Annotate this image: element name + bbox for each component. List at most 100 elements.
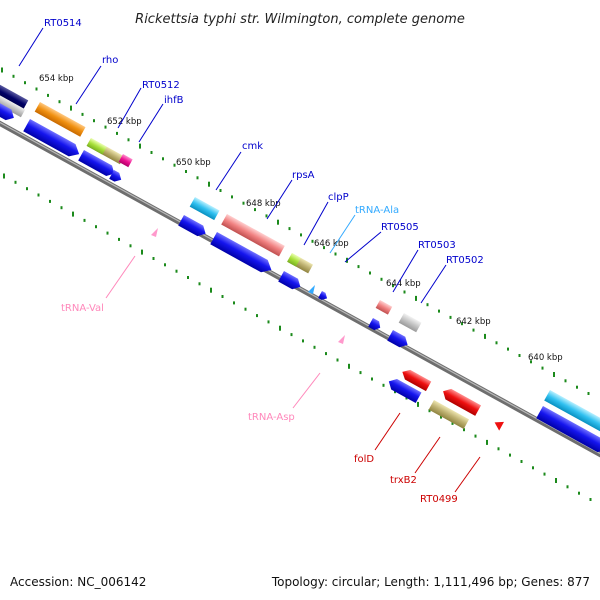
scale-major-tick <box>417 401 419 407</box>
scale-minor-dot <box>93 119 95 123</box>
genome-backbone <box>0 120 600 458</box>
scale-major-tick <box>348 363 350 369</box>
scale-minor-dot <box>440 415 442 419</box>
cds-arrow <box>387 330 408 348</box>
scale-major-tick <box>208 181 210 187</box>
cds-arrow <box>318 291 328 300</box>
feature-rt0514 <box>0 82 29 110</box>
scale-minor-dot <box>219 189 222 192</box>
callout-line-ihfb <box>138 103 164 143</box>
gene-label-fold: folD <box>354 454 374 465</box>
scale-minor-dot <box>196 176 199 180</box>
trna-markers <box>151 228 345 344</box>
feature-rt0512 <box>86 138 125 165</box>
scale-minor-dot <box>438 309 440 313</box>
cds-arrow <box>278 271 301 290</box>
scale-minor-dot <box>311 239 314 243</box>
scale-minor-dot <box>290 333 293 337</box>
tick-label-652: 652 kbp <box>107 117 142 127</box>
callout-line-fold <box>374 412 401 451</box>
scale-minor-dot <box>127 138 130 142</box>
feature-rt0499 <box>494 421 505 431</box>
scale-minor-dot <box>83 218 86 222</box>
scale-minor-dot <box>578 491 580 495</box>
scale-minor-dot <box>369 271 371 275</box>
gene-label-trna-ala: tRNA-Ala <box>355 205 399 216</box>
scale-minor-dot <box>566 485 569 489</box>
scale-major-tick <box>70 105 72 111</box>
scale-minor-dot <box>405 396 408 400</box>
scale-minor-dot <box>150 151 153 154</box>
tick-label-646: 646 kbp <box>314 239 349 249</box>
scale-minor-dot <box>242 201 245 205</box>
scale-minor-dot <box>233 301 235 305</box>
scale-minor-dot <box>175 269 178 273</box>
scale-minor-dot <box>323 246 325 250</box>
gene-label-trna-asp: tRNA-Asp <box>248 412 295 423</box>
scale-major-tick <box>72 211 74 217</box>
gene-label-rt0503: RT0503 <box>418 240 456 251</box>
scale-minor-dot <box>313 345 316 349</box>
scale-minor-dot <box>530 360 532 364</box>
scale-minor-dot <box>380 277 383 281</box>
scale-major-tick <box>141 249 143 255</box>
scale-minor-dot <box>58 100 61 104</box>
scale-minor-dot <box>106 231 109 235</box>
scale-minor-dot <box>518 354 521 357</box>
gene-label-clpp: clpP <box>328 192 349 203</box>
map-title: Rickettsia typhi str. Wilmington, comple… <box>135 12 465 27</box>
cds-arrow <box>210 232 272 273</box>
scale-minor-dot <box>325 352 327 356</box>
scale-minor-dot <box>173 163 176 167</box>
feature-cmk <box>189 197 220 221</box>
scale-minor-dot <box>507 347 509 351</box>
feature-rt0502 <box>398 313 422 333</box>
callout-line-rt0505 <box>344 231 382 263</box>
scale-major-tick <box>210 287 212 293</box>
scale-major-tick <box>484 333 486 339</box>
scale-minor-dot <box>254 208 256 212</box>
scale-minor-dot <box>81 112 84 116</box>
scale-major-tick <box>415 295 417 301</box>
scale-minor-dot <box>265 214 268 218</box>
scale-minor-dot <box>49 199 51 203</box>
tick-label-648: 648 kbp <box>246 199 281 209</box>
scale-minor-dot <box>26 187 28 191</box>
scale-major-tick <box>139 143 141 149</box>
gene-label-rt0512: RT0512 <box>142 80 180 91</box>
scale-dots-upper <box>1 67 590 395</box>
gene-label-rt0514: RT0514 <box>44 18 82 29</box>
topology-summary-text: Topology: circular; Length: 1,111,496 bp… <box>271 575 590 589</box>
feature-clpp <box>287 253 314 274</box>
scale-minor-dot <box>256 314 258 318</box>
scale-minor-dot <box>37 193 40 197</box>
scale-major-tick <box>486 439 488 445</box>
scale-minor-dot <box>357 265 360 269</box>
scale-minor-dot <box>14 180 17 184</box>
scale-minor-dot <box>336 358 339 362</box>
cds-arrow <box>178 215 206 237</box>
gene-label-ihfb: ihfB <box>164 95 184 106</box>
scale-major-tick <box>277 219 279 225</box>
scale-minor-dot <box>576 385 578 389</box>
scale-minor-dot <box>95 225 97 229</box>
callout-line-trna-val <box>105 255 136 299</box>
cds-arrow <box>536 406 600 453</box>
scale-minor-dot <box>12 74 15 78</box>
scale-minor-dot <box>392 284 394 288</box>
callout-line-rt0502 <box>420 264 447 304</box>
cds-arrow <box>0 100 14 121</box>
scale-minor-dot <box>35 87 38 91</box>
scale-minor-dot <box>60 206 63 210</box>
callout-line-rt0499 <box>454 456 481 493</box>
gene-label-rt0505: RT0505 <box>381 222 419 233</box>
callout-line-rho <box>75 65 102 105</box>
scale-major-tick <box>3 173 5 179</box>
scale-minor-dot <box>152 257 155 260</box>
scale-minor-dot <box>474 434 477 438</box>
scale-minor-dot <box>118 237 120 241</box>
scale-minor-dot <box>587 392 590 395</box>
callout-line-rpsa <box>266 179 293 220</box>
scale-minor-dot <box>449 315 452 319</box>
